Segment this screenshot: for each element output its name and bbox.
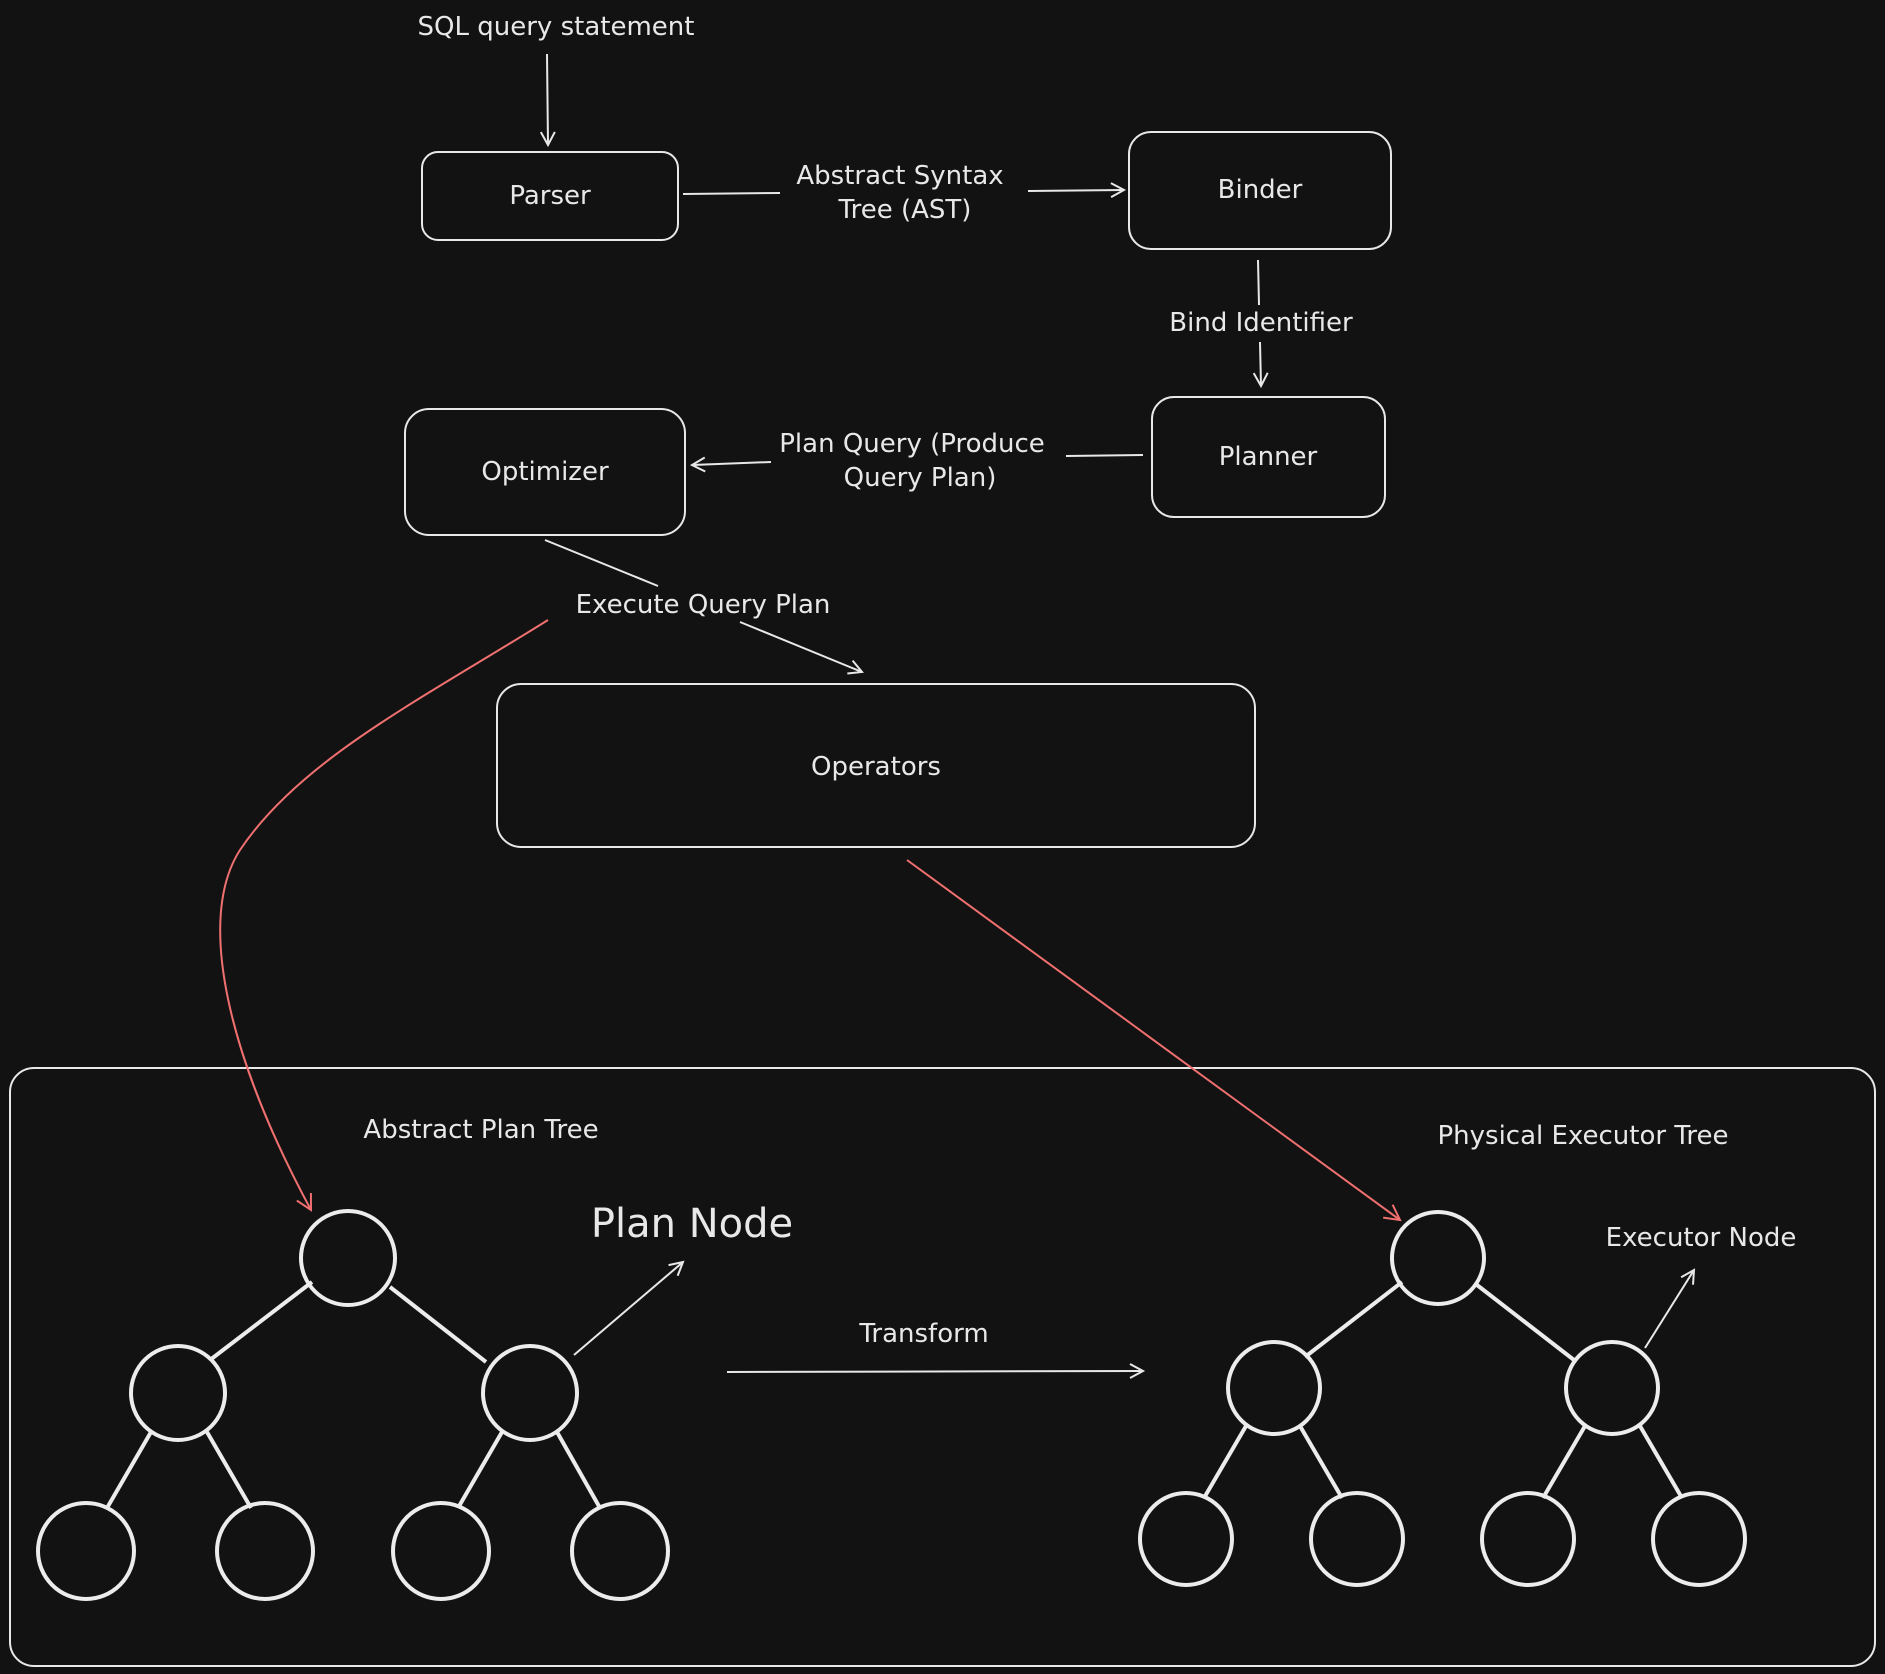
plan-node [215, 1501, 315, 1601]
input-arrow [547, 53, 548, 145]
executor-node [1138, 1491, 1234, 1587]
operators-box [496, 683, 1256, 848]
binder-label: Binder [1217, 175, 1303, 205]
plan-edge-label-line2: Query Plan) [843, 463, 997, 493]
planner-label: Planner [1218, 442, 1318, 472]
bind-edge-label: Bind Identifier [1169, 308, 1353, 338]
abstract-plan-tree-title: Abstract Plan Tree [363, 1115, 599, 1145]
executor-node-label: Executor Node [1605, 1223, 1797, 1253]
plan-node [129, 1344, 227, 1442]
plan-node-pointer [573, 1262, 683, 1356]
bind-line [1257, 259, 1260, 306]
operators-label: Operators [811, 752, 941, 782]
transform-label: Transform [859, 1319, 989, 1349]
parser-label: Parser [509, 181, 591, 211]
plan-line [1065, 454, 1144, 457]
input-label: SQL query statement [417, 12, 695, 42]
execute-line [544, 539, 659, 587]
plan-node [391, 1501, 491, 1601]
execute-arrow [739, 621, 862, 672]
parser-box [421, 151, 679, 241]
ast-line [682, 192, 781, 195]
executor-node [1480, 1491, 1576, 1587]
plan-arrow [692, 462, 772, 465]
execute-edge-label: Execute Query Plan [575, 590, 831, 620]
red-arrow-to-executor-tree [906, 859, 1400, 1220]
tree-container [9, 1067, 1876, 1667]
transform-arrow [726, 1371, 1143, 1372]
plan-node-root [299, 1209, 397, 1307]
plan-node [570, 1501, 670, 1601]
executor-node [1226, 1340, 1322, 1436]
executor-node [1651, 1491, 1747, 1587]
executor-node-pointer [1644, 1270, 1694, 1349]
executor-node [1564, 1340, 1660, 1436]
plan-node-label: Plan Node [590, 1201, 794, 1247]
plan-edge-label-line1: Plan Query (Produce [779, 429, 1045, 459]
optimizer-box [404, 408, 686, 536]
executor-node [1309, 1491, 1405, 1587]
optimizer-label: Optimizer [481, 457, 609, 487]
abstract-plan-tree [36, 1209, 670, 1601]
physical-executor-tree-title: Physical Executor Tree [1437, 1121, 1729, 1151]
plan-node [481, 1344, 579, 1442]
ast-arrow [1027, 190, 1124, 191]
planner-box [1151, 396, 1386, 518]
red-arrow-to-plan-tree [219, 619, 549, 1210]
bind-arrow [1260, 341, 1261, 386]
plan-node [36, 1501, 136, 1601]
executor-node-root [1390, 1210, 1486, 1306]
ast-edge-label-line1: Abstract Syntax [796, 161, 1004, 191]
physical-executor-tree [1138, 1210, 1747, 1587]
binder-box [1128, 131, 1392, 250]
ast-edge-label-line2: Tree (AST) [838, 195, 972, 225]
